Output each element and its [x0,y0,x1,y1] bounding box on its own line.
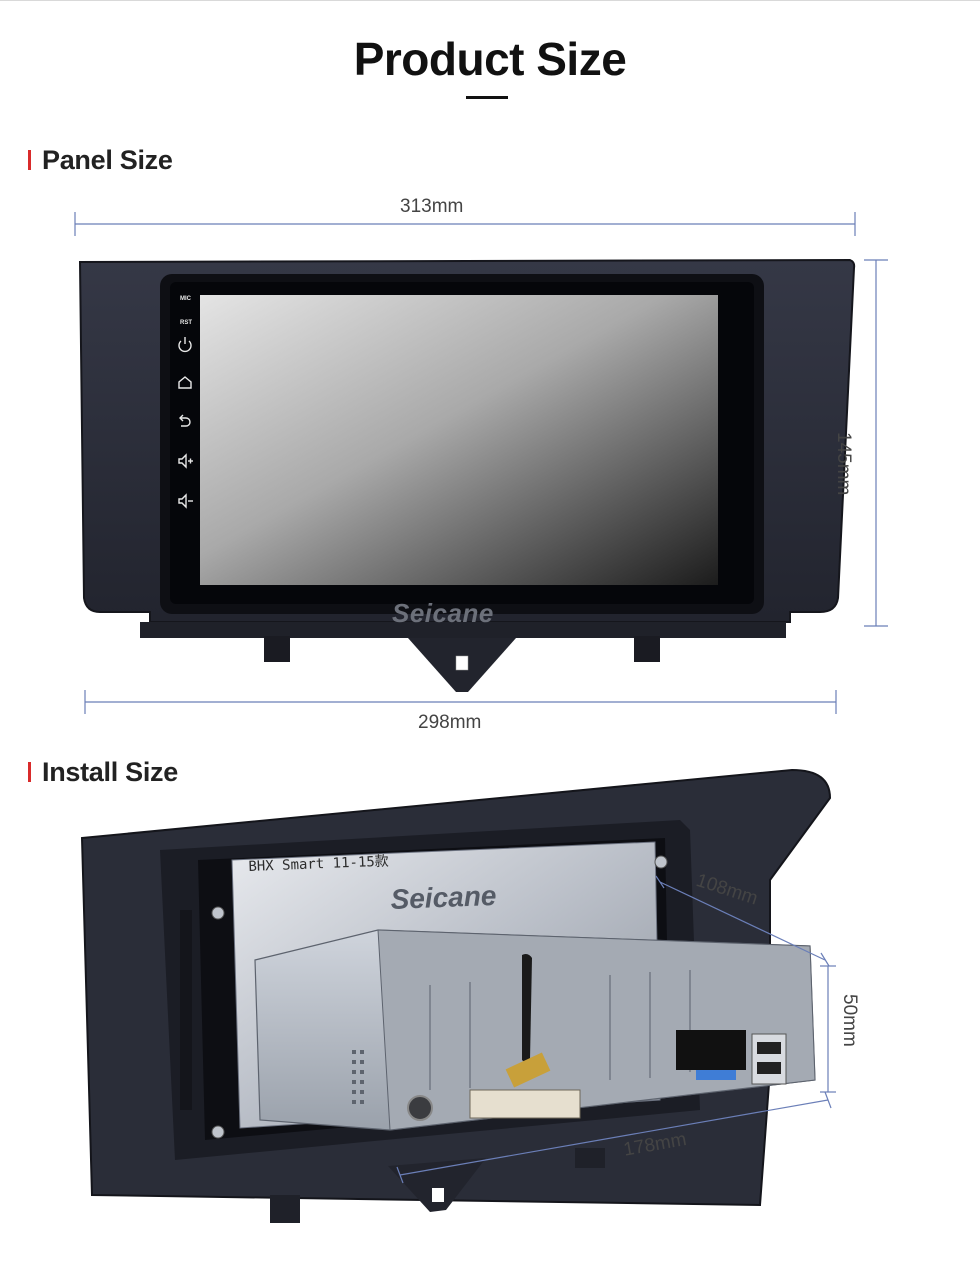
dimension-line-height [864,259,888,627]
panel-height-label: 145mm [833,432,854,496]
install-brand-logo: Seicane [390,879,497,915]
volume-up-icon [178,453,193,469]
install-dimension-lines [396,875,836,1184]
top-rule [0,0,980,1]
title-underline [466,96,508,99]
panel-width-bottom-label: 298mm [418,712,482,733]
heading-accent-bar [28,762,31,782]
head-unit-panel [78,258,856,692]
install-height-label: 50mm [839,994,860,1047]
depth-dimension-line [659,881,826,961]
mic-label: MIC [180,296,191,302]
back-icon [179,414,191,427]
install-drawing [80,768,832,1223]
rst-label: RST [180,320,192,326]
page-title: Product Size [353,33,627,85]
volume-down-icon [178,493,193,509]
panel-brand-logo: Seicane [392,598,494,628]
width-dimension-line [399,1099,829,1176]
heading-accent-bar [28,150,31,170]
panel-width-top-label: 313mm [400,196,464,217]
home-icon [178,376,192,389]
power-icon [178,337,192,353]
side-buttons [178,337,193,509]
panel-size-label: Panel Size [42,144,173,175]
dimension-line-bottom [84,690,837,714]
screen-display [200,295,718,585]
panel-size-heading: Panel Size [28,145,173,175]
install-size-label: Install Size [42,756,178,787]
dimension-line-top [74,212,856,236]
install-size-heading: Install Size [28,757,178,787]
